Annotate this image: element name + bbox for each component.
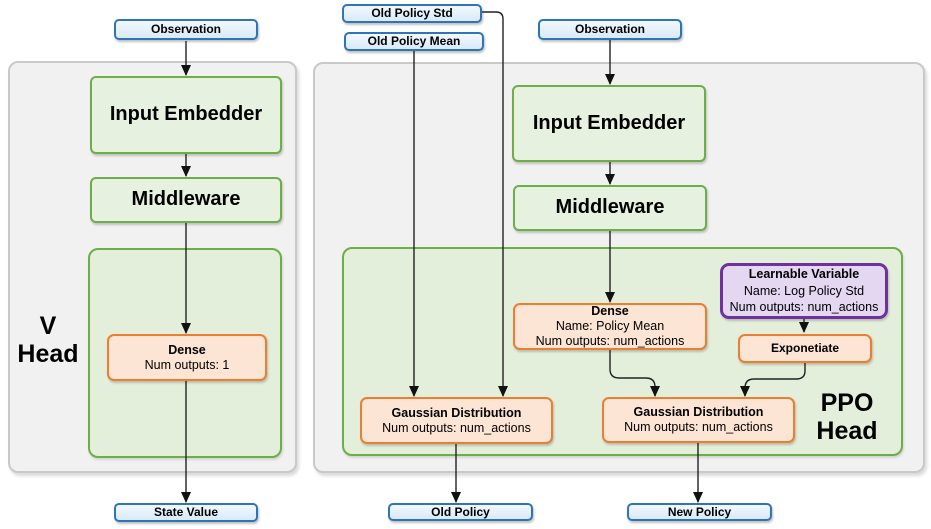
learnable-variable-outputs: Num outputs: num_actions (729, 300, 879, 315)
node-observation-v: Observation (114, 19, 258, 40)
node-input-embedder-v: Input Embedder (90, 76, 282, 154)
dense-policy-mean-title: Dense (591, 304, 629, 319)
ppo-head-label: PPO Head (793, 389, 901, 445)
node-old-policy-mean: Old Policy Mean (344, 32, 484, 51)
node-input-embedder-ppo: Input Embedder (512, 85, 706, 162)
v-head-label-line2: Head (17, 340, 79, 368)
ppo-head-label-line1: PPO (820, 389, 874, 417)
gaussian-new-title: Gaussian Distribution (633, 405, 764, 420)
gaussian-old-title: Gaussian Distribution (391, 405, 522, 420)
node-dense-policy-mean: Dense Name: Policy Mean Num outputs: num… (513, 303, 707, 350)
dense-policy-mean-outputs: Num outputs: num_actions (535, 333, 685, 348)
v-head-label: V Head (6, 312, 90, 368)
ppo-head-label-line2: Head (816, 417, 878, 445)
node-exponetiate: Exponetiate (738, 334, 872, 363)
node-gaussian-distribution-old: Gaussian Distribution Num outputs: num_a… (360, 397, 553, 444)
dense-policy-mean-name: Name: Policy Mean (555, 319, 665, 334)
gaussian-old-outputs: Num outputs: num_actions (382, 420, 531, 435)
v-head-label-line1: V (39, 312, 57, 340)
dense-v-outputs: Num outputs: 1 (144, 357, 230, 372)
node-middleware-v: Middleware (90, 177, 282, 223)
learnable-variable-title: Learnable Variable (748, 266, 860, 281)
dense-v-title: Dense (168, 342, 206, 357)
node-old-policy: Old Policy (388, 503, 533, 521)
node-new-policy: New Policy (627, 503, 772, 521)
gaussian-new-outputs: Num outputs: num_actions (624, 420, 773, 434)
node-observation-ppo: Observation (538, 19, 682, 40)
node-old-policy-std: Old Policy Std (342, 4, 482, 23)
learnable-variable-name: Name: Log Policy Std (743, 283, 865, 298)
node-dense-v: Dense Num outputs: 1 (107, 334, 267, 381)
node-middleware-ppo: Middleware (513, 185, 707, 231)
node-gaussian-distribution-new: Gaussian Distribution Num outputs: num_a… (602, 397, 795, 443)
node-learnable-variable: Learnable Variable Name: Log Policy Std … (720, 263, 888, 319)
node-state-value: State Value (114, 503, 258, 522)
